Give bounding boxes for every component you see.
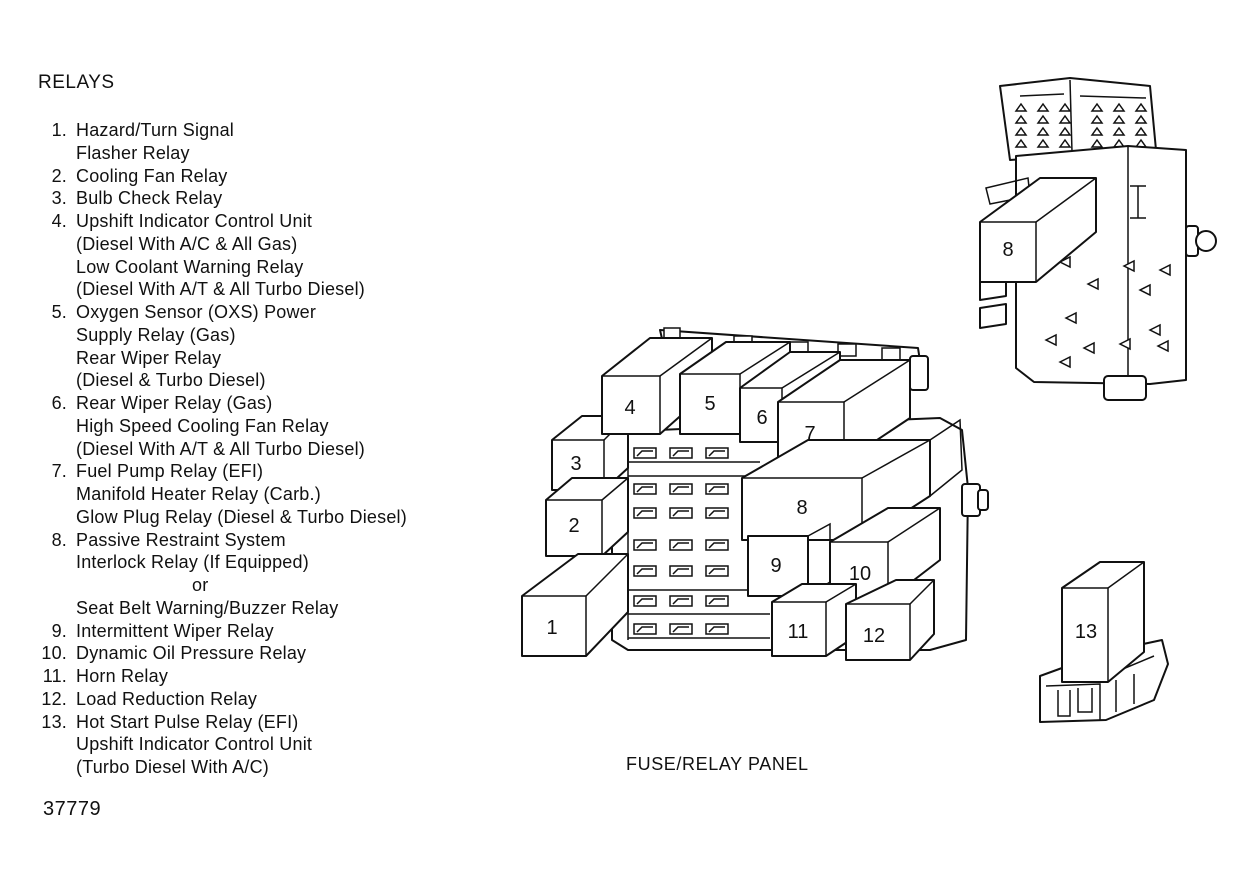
legend-item: 13. Hot Start Pulse Relay (EFI)Upshift In…: [40, 711, 490, 779]
legend-text: or: [192, 575, 209, 595]
legend-number: 3.: [51, 188, 67, 209]
legend-number: 8.: [51, 529, 67, 550]
legend-number: 5.: [51, 302, 67, 322]
legend-item: 12. Load Reduction Relay: [40, 688, 490, 711]
legend-number: 9.: [51, 620, 67, 641]
legend-text: Interlock Relay (If Equipped): [76, 552, 309, 573]
relay-1: 1: [521, 553, 629, 657]
legend-text: Fuel Pump Relay (EFI): [76, 461, 264, 482]
legend-number: 7.: [51, 461, 67, 482]
callout-3: 3: [570, 453, 581, 475]
callout-7: 7: [804, 423, 815, 445]
relay-2: 2: [545, 477, 629, 557]
callout-12: 12: [863, 625, 885, 647]
legend-text: (Diesel & Turbo Diesel): [76, 370, 266, 391]
legend-text: Low Coolant Warning Relay: [76, 256, 304, 277]
callout-8: 8: [796, 497, 807, 519]
legend-item: 9. Intermittent Wiper Relay: [40, 620, 490, 643]
callout-4: 4: [624, 397, 635, 419]
legend-text: (Diesel With A/T & All Turbo Diesel): [76, 438, 365, 459]
relay-10: 10: [829, 507, 941, 601]
legend-number: 4.: [51, 211, 67, 231]
fuse-relay-panel-caption: FUSE/RELAY PANEL: [626, 754, 809, 774]
callout-8-upper: 8: [1002, 239, 1013, 261]
callout-10: 10: [849, 563, 871, 585]
legend-text: Dynamic Oil Pressure Relay: [76, 643, 307, 664]
legend-text: Rear Wiper Relay (Gas): [76, 393, 273, 413]
fuse-relay-panel: 3 2 1 4 5: [521, 327, 989, 661]
legend-text: Bulb Check Relay: [76, 188, 223, 209]
callout-11: 11: [788, 621, 809, 643]
legend-item: 4.Upshift Indicator Control Unit(Diesel …: [40, 210, 490, 301]
legend-number: 11.: [42, 666, 67, 686]
legend-text: Oxygen Sensor (OXS) Power: [76, 302, 317, 322]
legend-text: Cooling Fan Relay: [76, 165, 228, 186]
callout-5: 5: [704, 393, 715, 415]
legend-text: Seat Belt Warning/Buzzer Relay: [76, 597, 339, 618]
legend-item: 3. Bulb Check Relay: [40, 187, 490, 210]
figure-id: 37779: [43, 798, 102, 820]
relay-12: 12: [845, 579, 935, 661]
legend-text: Flasher Relay: [76, 142, 190, 163]
legend-item: 10. Dynamic Oil Pressure Relay: [40, 642, 490, 665]
legend-text: Horn Relay: [76, 666, 169, 686]
legend-text: Hot Start Pulse Relay (EFI): [76, 711, 299, 732]
legend-text: Intermittent Wiper Relay: [76, 620, 274, 641]
legend-number: 1.: [51, 120, 67, 140]
callout-2: 2: [568, 515, 579, 537]
legend-text: Upshift Indicator Control Unit: [76, 734, 313, 755]
legend-text: High Speed Cooling Fan Relay: [76, 415, 329, 436]
fuse-grid: [627, 440, 770, 640]
legend-text: Supply Relay (Gas): [76, 324, 236, 345]
relay-13-assembly: 13: [1039, 561, 1169, 723]
legend-text: Rear Wiper Relay: [76, 347, 222, 368]
legend-item: 7. Fuel Pump Relay (EFI)Manifold Heater R…: [40, 460, 490, 528]
upper-relay-block: 8: [979, 77, 1217, 401]
legend-text: Upshift Indicator Control Unit: [76, 211, 313, 231]
legend-text: Glow Plug Relay (Diesel & Turbo Diesel): [76, 506, 407, 527]
legend-text: Hazard/Turn Signal: [76, 120, 235, 140]
relay-11: 11: [771, 583, 857, 657]
legend-text: Load Reduction Relay: [76, 688, 258, 709]
legend-text: (Diesel With A/C & All Gas): [76, 233, 298, 254]
callout-1: 1: [546, 617, 557, 639]
relays-heading: RELAYS: [38, 72, 115, 93]
legend-text: (Diesel With A/T & All Turbo Diesel): [76, 279, 365, 300]
legend-text: (Turbo Diesel With A/C): [76, 757, 269, 777]
legend-text: Passive Restraint System: [76, 529, 286, 550]
legend-item: 6. Rear Wiper Relay (Gas)High Speed Cooli…: [40, 392, 490, 460]
legend-number: 12.: [41, 688, 67, 709]
legend-item: 2. Cooling Fan Relay: [40, 165, 490, 188]
callout-9: 9: [770, 555, 781, 577]
callout-6: 6: [756, 407, 767, 429]
legend-number: 6.: [51, 393, 67, 413]
legend-number: 2.: [51, 165, 67, 186]
legend-number: 10.: [41, 643, 67, 664]
callout-13: 13: [1075, 621, 1097, 643]
legend-item: 11. Horn Relay: [40, 665, 490, 688]
legend-number: 13.: [41, 711, 67, 732]
legend-text: Manifold Heater Relay (Carb.): [76, 484, 321, 504]
